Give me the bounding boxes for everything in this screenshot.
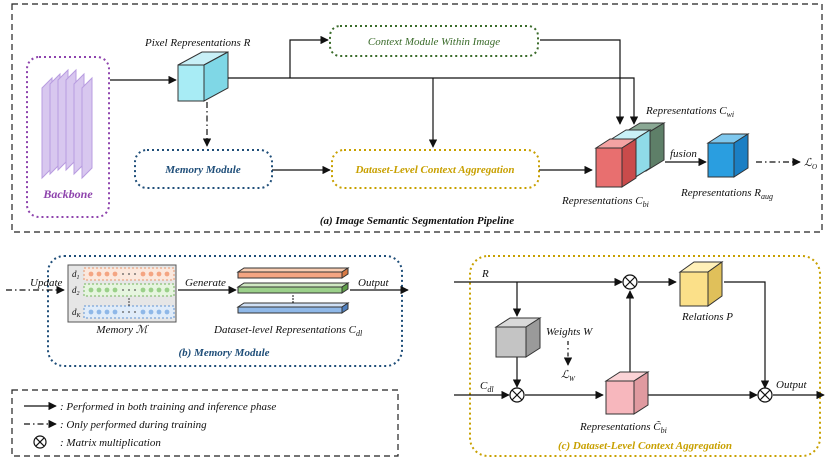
panel-b-output-label: Output — [358, 277, 390, 289]
input-cdl-label: Cdl — [480, 380, 494, 394]
memory-label: Memory ℳ — [95, 324, 149, 336]
relations-label: Relations P — [681, 311, 733, 323]
memory-row-label-2: d2 — [72, 285, 80, 297]
dlca-label: Dataset-Level Context Aggregation — [354, 164, 514, 176]
raug-cube — [706, 133, 750, 178]
fusion-label: fusion — [670, 148, 697, 160]
matmul-node-left — [509, 387, 525, 403]
panel-c-output-label: Output — [776, 379, 808, 391]
pixel-representation-label: Pixel Representations R — [144, 37, 251, 49]
legend-solid-text: : Performed in both training and inferen… — [60, 401, 276, 413]
backbone-label: Backbone — [42, 187, 93, 201]
input-r-label: R — [481, 268, 489, 280]
pixel-representation-cube — [177, 51, 229, 102]
generate-label: Generate — [185, 277, 226, 289]
panel-c-frame — [469, 255, 821, 457]
dataset-repr-label: Dataset-level Representations Cdl — [213, 324, 363, 338]
repr-cbi-label: Representations Cbi — [561, 195, 649, 209]
loss-o-label: ℒO — [804, 157, 817, 171]
matmul-icon — [33, 435, 47, 449]
cbi-cube — [594, 138, 638, 188]
panel-b-caption: (b) Memory Module — [178, 347, 269, 359]
matmul-node-right — [757, 387, 773, 403]
tilde-representation-cube — [604, 371, 650, 415]
memory-row-label-1: d1 — [72, 269, 80, 281]
panel-c-caption: (c) Dataset-Level Context Aggregation — [558, 440, 732, 452]
memory-module-box — [134, 149, 273, 189]
weights-cube — [494, 317, 542, 358]
weights-label: Weights W — [546, 326, 593, 338]
dlca-box — [331, 149, 540, 189]
memory-row-label-k: dK — [72, 307, 82, 319]
repr-cwi-label: Representations Cwi — [645, 105, 734, 119]
context-module-box — [329, 25, 539, 57]
relations-cube — [678, 261, 724, 307]
loss-w-label: ℒW — [561, 369, 576, 383]
context-module-label: Context Module Within Image — [368, 36, 500, 48]
memory-module-label: Memory Module — [164, 164, 241, 176]
legend-dashdot-text: : Only performed during training — [60, 419, 207, 431]
panel-b-frame — [47, 255, 403, 367]
legend-frame — [11, 389, 399, 457]
memory-grid: d1 d2 dK — [67, 264, 177, 323]
dataset-representation-bars — [236, 267, 350, 314]
legend-matmul-text: : Matrix multiplication — [60, 437, 161, 449]
repr-raug-label: Representations Raug — [680, 187, 773, 201]
panel-a-caption: (a) Image Semantic Segmentation Pipeline — [320, 215, 514, 227]
backbone-block: Backbone — [26, 56, 110, 218]
panel-a-frame — [11, 3, 823, 233]
matmul-node-top — [622, 274, 638, 290]
update-label: Update — [30, 277, 63, 289]
repr-tilde-label: Representations C̃bi — [579, 420, 667, 435]
